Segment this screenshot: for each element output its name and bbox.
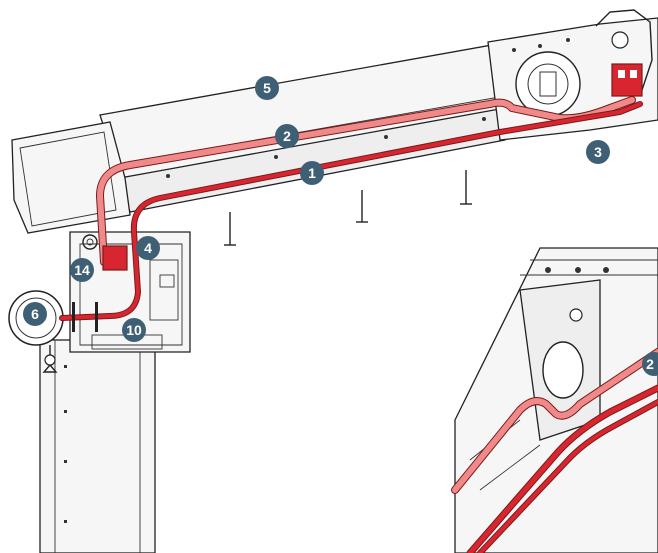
svg-text:4: 4 <box>144 240 152 256</box>
svg-text:5: 5 <box>263 80 271 96</box>
svg-text:1: 1 <box>308 165 316 181</box>
callouts: 1 2 3 4 5 6 10 14 <box>23 76 658 376</box>
callout-14: 14 <box>70 258 94 282</box>
mast <box>39 339 156 553</box>
callout-4: 4 <box>136 236 160 260</box>
svg-text:6: 6 <box>31 306 39 322</box>
callout-5: 5 <box>255 76 279 100</box>
callout-1: 1 <box>300 161 324 185</box>
callout-6: 6 <box>23 302 47 326</box>
svg-text:2: 2 <box>646 356 654 372</box>
svg-text:2: 2 <box>283 128 291 144</box>
svg-text:3: 3 <box>594 144 602 160</box>
callout-3: 3 <box>586 140 610 164</box>
callout-10: 10 <box>122 318 146 342</box>
callout-2: 2 <box>275 124 299 148</box>
callout-2-inset: 2 <box>642 352 658 376</box>
red-connector-block <box>611 63 643 97</box>
svg-text:10: 10 <box>126 322 142 338</box>
boom-legs <box>224 170 472 246</box>
svg-text:14: 14 <box>74 262 90 278</box>
hoses <box>59 96 658 553</box>
